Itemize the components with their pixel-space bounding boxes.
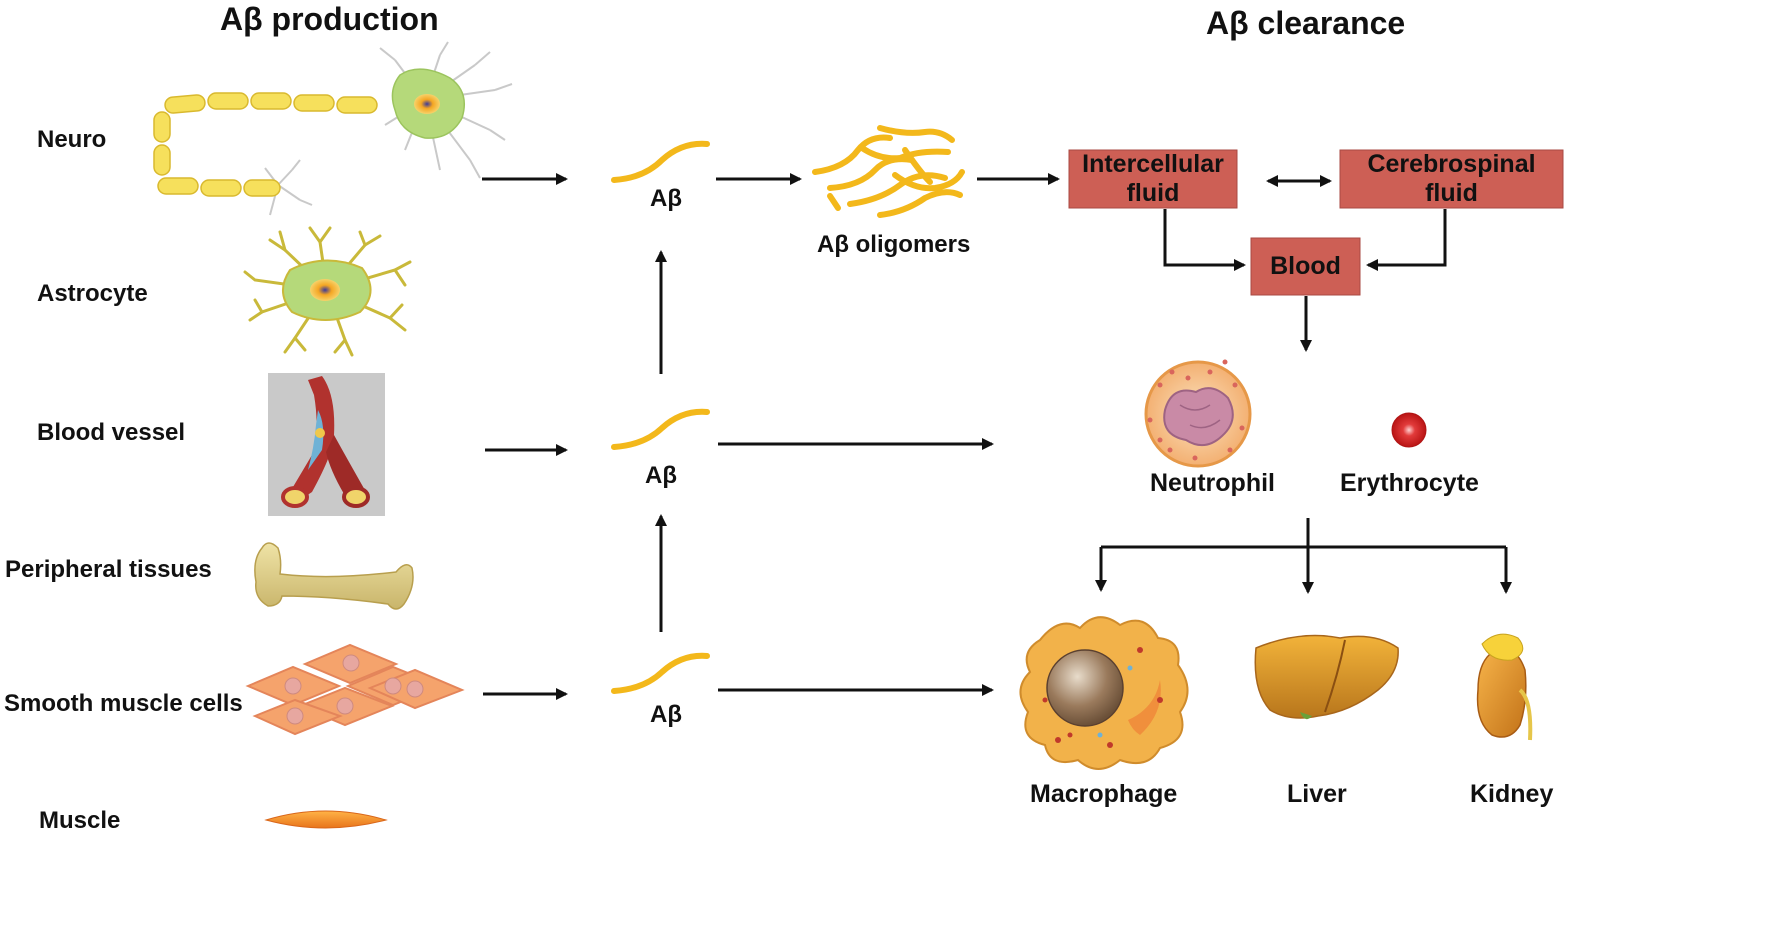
abeta-oligomers-label: Aβ oligomers xyxy=(817,231,971,258)
muscle-fiber-illustration xyxy=(264,810,388,829)
abeta-label-middle: Aβ xyxy=(645,462,677,489)
abeta-oligomers-illustration xyxy=(812,125,965,218)
blood-vessel-label: Blood vessel xyxy=(37,419,186,446)
abeta-monomer-2 xyxy=(611,408,710,450)
bone-illustration xyxy=(254,542,414,610)
blood-box-shape xyxy=(1250,237,1361,296)
blood-vessel-illustration xyxy=(268,373,385,516)
abeta-monomer-3 xyxy=(611,652,710,694)
arrow-csf-to-blood xyxy=(1366,209,1447,271)
intercellular-fluid-box: Intercellular fluid xyxy=(1082,150,1224,207)
macrophage-label: Macrophage xyxy=(1030,780,1178,808)
muscle-label: Muscle xyxy=(39,807,121,834)
abeta-label-top: Aβ xyxy=(650,185,682,212)
neuron-illustration xyxy=(153,41,513,216)
cerebrospinal-fluid-box-shape xyxy=(1339,149,1564,209)
intercellular-fluid-box-shape xyxy=(1068,149,1238,209)
blood-box: Blood xyxy=(1270,252,1341,281)
liver-label: Liver xyxy=(1287,780,1347,808)
neuro-label: Neuro xyxy=(37,126,107,153)
abeta-monomer-1 xyxy=(611,140,710,183)
macrophage-illustration xyxy=(1019,616,1189,770)
kidney-illustration xyxy=(1476,633,1533,741)
erythrocyte-label: Erythrocyte xyxy=(1340,469,1479,497)
production-heading: Aβ production xyxy=(220,1,439,37)
astrocyte-label: Astrocyte xyxy=(37,280,148,307)
arrows-group xyxy=(482,173,1512,700)
abeta-label-bottom: Aβ xyxy=(650,701,682,728)
astrocyte-illustration xyxy=(243,226,412,357)
smooth-muscle-cells-label: Smooth muscle cells xyxy=(4,690,243,717)
arrow-intercellular-to-blood xyxy=(1163,209,1246,271)
neutrophil-illustration xyxy=(1144,359,1252,468)
neutrophil-label: Neutrophil xyxy=(1150,469,1275,497)
erythrocyte-illustration xyxy=(1391,412,1427,448)
kidney-label: Kidney xyxy=(1470,780,1554,808)
clearance-heading: Aβ clearance xyxy=(1206,5,1406,41)
cerebrospinal-fluid-box: Cerebrospinal fluid xyxy=(1367,150,1536,207)
peripheral-tissues-label: Peripheral tissues xyxy=(5,556,212,583)
liver-illustration xyxy=(1254,634,1399,720)
